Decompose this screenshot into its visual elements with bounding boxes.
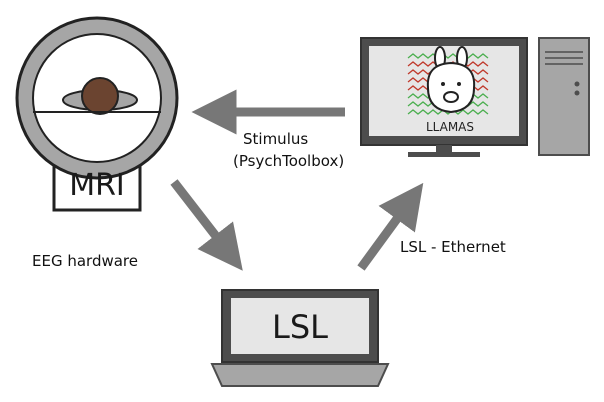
lsl-ethernet-label: LSL - Ethernet xyxy=(400,238,506,256)
arrow-laptop-to-computer xyxy=(357,182,424,271)
lsl-label: LSL xyxy=(272,308,328,346)
eeg-hardware-label: EEG hardware xyxy=(32,252,138,270)
llamas-computer xyxy=(360,37,590,157)
monitor-base xyxy=(408,152,480,157)
monitor-neck xyxy=(436,145,452,153)
lsl-laptop xyxy=(210,289,390,387)
llama-logo-icon xyxy=(426,46,476,114)
mri-patient-head xyxy=(81,77,119,115)
laptop-base xyxy=(210,363,390,387)
mri-label: MRI xyxy=(69,168,125,203)
mri-scanner xyxy=(15,16,179,212)
pc-tower xyxy=(538,37,590,156)
arrow-mri-to-laptop xyxy=(170,179,243,271)
psychtoolbox-label: (PsychToolbox) xyxy=(233,152,345,170)
llamas-label: LLAMAS xyxy=(425,120,475,134)
laptop-screen xyxy=(231,298,369,354)
stimulus-label: Stimulus xyxy=(243,130,309,148)
